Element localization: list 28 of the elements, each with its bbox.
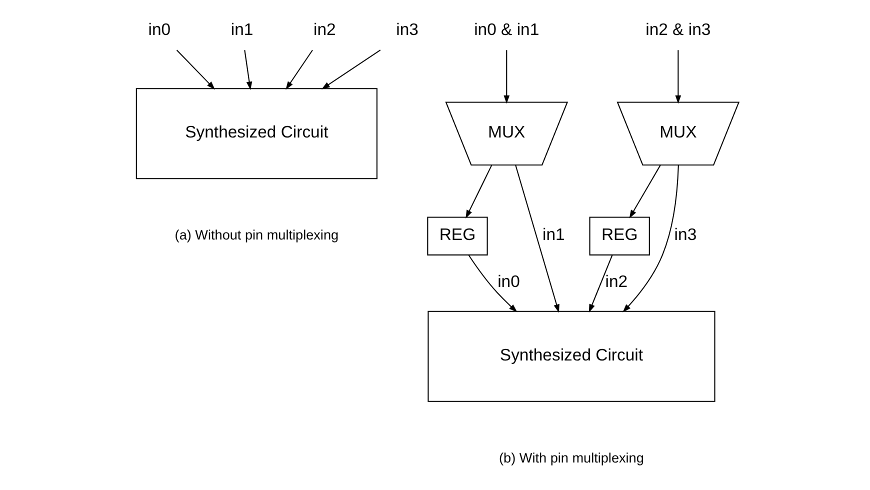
- edge-label: in2: [605, 272, 628, 292]
- node-text: in2: [314, 20, 336, 40]
- node-text: in0: [148, 20, 171, 40]
- arrow: [629, 164, 661, 218]
- node-box: Synthesized Circuit: [428, 310, 716, 402]
- arrow: [504, 50, 510, 104]
- arrow: [622, 165, 679, 312]
- edge-label: in1: [542, 225, 565, 244]
- edge-label: in0: [498, 272, 520, 292]
- node-text: in3: [396, 20, 418, 40]
- node-text: in2 & in3: [646, 20, 711, 40]
- edge-label: in3: [674, 225, 697, 244]
- arrow: [322, 50, 381, 90]
- node-box: REG: [427, 216, 488, 256]
- arrow: [515, 165, 560, 313]
- arrow: [588, 254, 613, 313]
- arrow: [468, 254, 518, 312]
- node-text: in1: [230, 20, 254, 40]
- arrow: [176, 50, 216, 90]
- node-box: Synthesized Circuit: [136, 88, 378, 180]
- label: (a) Without pin multiplexing: [174, 228, 339, 243]
- label: (b) With pin multiplexing: [499, 450, 644, 466]
- arrow: [244, 50, 252, 90]
- arrow: [466, 164, 492, 218]
- arrow: [286, 50, 313, 90]
- node-text: in0 & in1: [474, 20, 540, 40]
- node-box: REG: [589, 216, 650, 256]
- arrow: [675, 50, 682, 104]
